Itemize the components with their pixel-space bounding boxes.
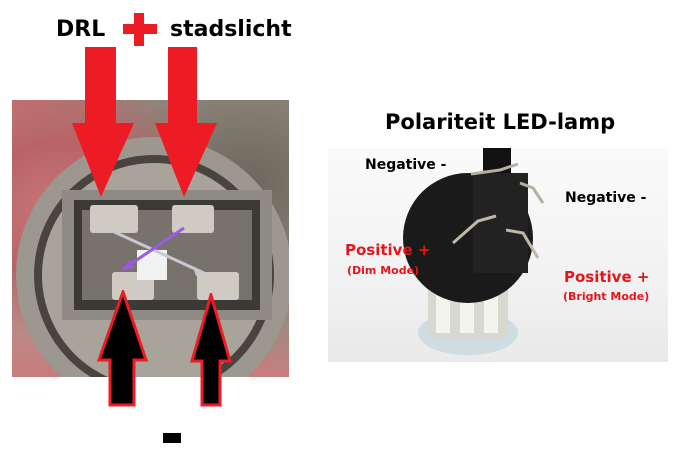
drl-arrow-down-icon [72,47,134,197]
plus-icon [123,13,157,46]
negative-label-1: Negative - [365,157,447,173]
stadslicht-arrow-down-icon [155,47,217,197]
positive-dim-label: Positive + [345,241,431,259]
ground-arrow-up-left-icon [97,290,149,407]
negative-label-2: Negative - [565,190,647,206]
drl-label: DRL [56,17,106,42]
positive-bright-label: Positive + [564,268,650,286]
led-lamp-photo [328,148,668,362]
bright-mode-label: (Bright Mode) [563,290,650,303]
stadslicht-label: stadslicht [170,17,292,42]
polarity-title: Polariteit LED-lamp [385,110,616,134]
dim-mode-label: (Dim Mode) [347,264,420,277]
ground-arrow-up-right-icon [190,293,232,407]
minus-sign [163,433,181,443]
socket-photo [12,100,289,377]
